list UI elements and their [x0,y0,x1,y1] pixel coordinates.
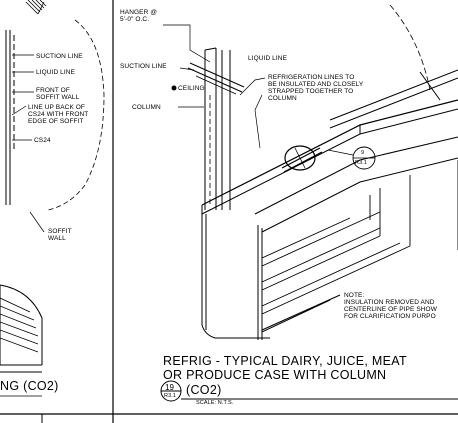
suction-line-label-left: SUCTION LINE [36,53,83,60]
left-detail-linework [0,0,105,397]
scale-label: SCALE: N.T.S. [196,400,234,406]
callout-number: 9 [361,150,365,156]
note-label: NOTE: INSULATION REMOVED AND CENTERLINE … [344,292,437,320]
main-title-line-2: OR PRODUCE CASE WITH COLUMN [163,368,387,382]
detail-number: 19 [165,383,175,392]
refrig-note-label: REFRIGERATION LINES TO BE INSULATED AND … [268,74,364,102]
suction-line-label: SUCTION LINE [120,63,167,70]
ceiling-label: CEILING [178,85,205,92]
left-detail-title: NG (CO2) [0,379,59,393]
callout-sheet: R3.1 [355,160,368,166]
column-label: COLUMN [132,104,161,111]
main-title-line-3: (CO2) [186,383,222,397]
liquid-line-label: LIQUID LINE [248,55,288,62]
cs24-label: CS24 [34,137,51,144]
main-title-line-1: REFRIG - TYPICAL DAIRY, JUICE, MEAT [163,354,407,368]
front-soffit-label: FRONT OF SOFFIT WALL [36,87,80,101]
hanger-label: HANGER @ 5'-0" O.C. [120,9,158,23]
main-detail-linework [160,4,458,402]
soffit-wall-label: SOFFIT WALL [48,228,72,242]
liquid-line-label-left: LIQUID LINE [36,69,76,76]
detail-sheet: R3.1 [164,393,177,399]
line-up-label: LINE UP BACK OF CS24 WITH FRONT EDGE OF … [28,104,89,125]
